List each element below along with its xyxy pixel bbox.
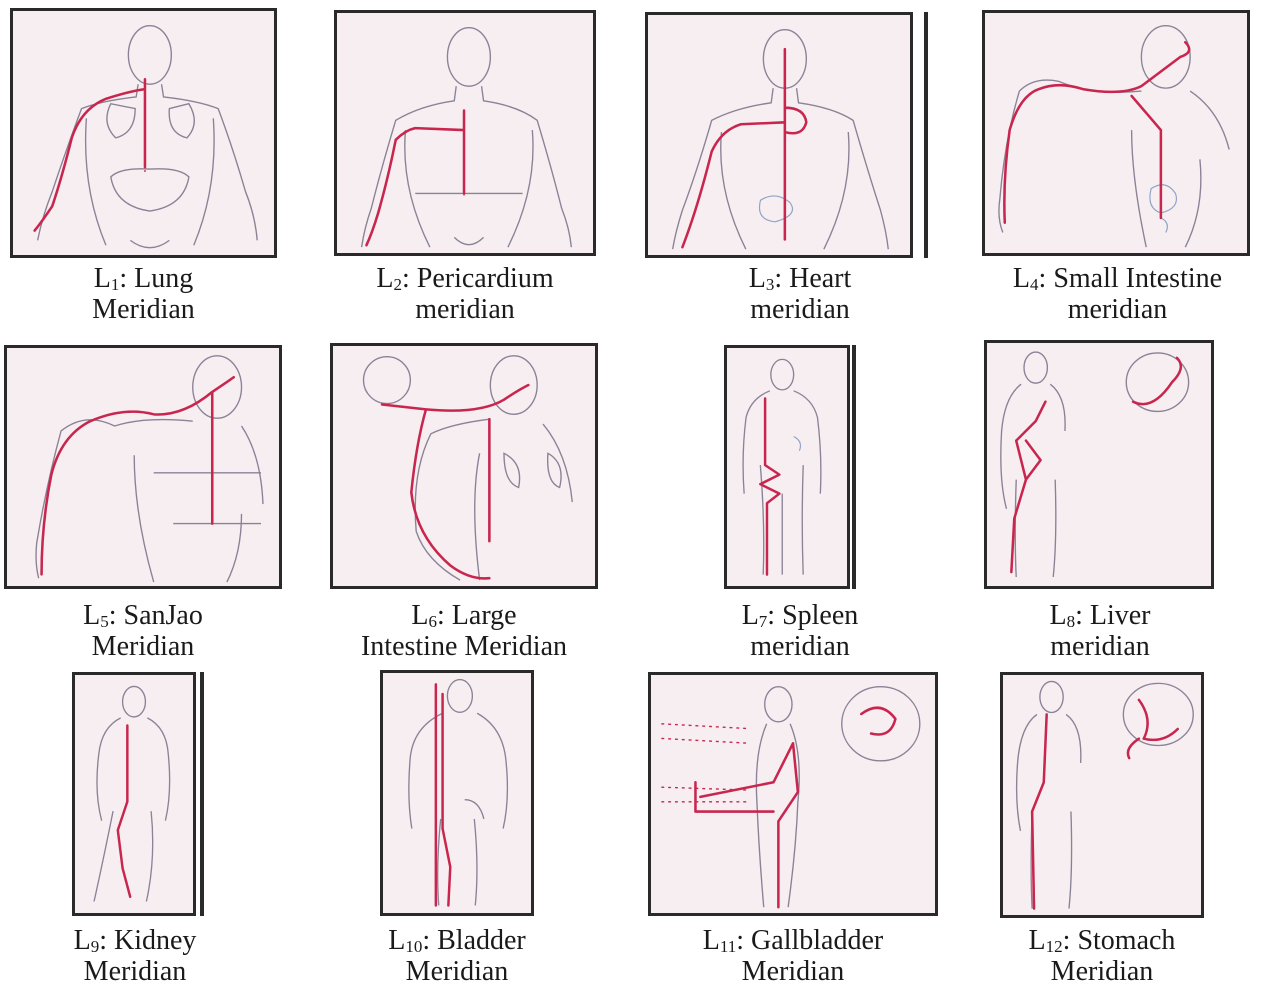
pericardium-meridian-figure (337, 13, 593, 253)
bladder-meridian-figure (383, 673, 531, 913)
heart-meridian-figure (648, 15, 910, 255)
frame-bar-spleen (852, 345, 856, 589)
panel-image-pericardium (334, 10, 596, 256)
caption-liver: L8: Liver meridian (960, 600, 1240, 662)
spleen-meridian-figure (727, 348, 847, 586)
caption-gallbladder: L11: Gallbladder Meridian (628, 925, 958, 987)
panel-image-large-intestine (330, 343, 598, 589)
frame-bar-kidney (200, 672, 204, 916)
caption-small-intestine: L4: Small Intestine meridian (955, 263, 1280, 325)
frame-bar-heart (924, 12, 928, 258)
caption-stomach: L12: Stomach Meridian (962, 925, 1242, 987)
panel-image-heart (645, 12, 913, 258)
panel-image-small-intestine (982, 10, 1250, 256)
small-intestine-meridian-figure (985, 13, 1247, 253)
caption-sanjao: L5: SanJao Meridian (4, 600, 282, 662)
panel-image-lung (10, 8, 277, 258)
panel-image-stomach (1000, 672, 1204, 918)
caption-heart: L3: Heart meridian (645, 263, 955, 325)
panel-image-bladder (380, 670, 534, 916)
caption-bladder: L10: Bladder Meridian (340, 925, 574, 987)
caption-kidney: L9: Kidney Meridian (10, 925, 260, 987)
kidney-meridian-figure (75, 675, 193, 913)
caption-spleen: L7: Spleen meridian (680, 600, 920, 662)
panel-image-sanjao (4, 345, 282, 589)
gallbladder-meridian-figure (651, 675, 935, 913)
stomach-meridian-figure (1003, 675, 1201, 915)
panel-image-liver (984, 340, 1214, 589)
panel-image-kidney (72, 672, 196, 916)
caption-lung: L1: Lung Meridian (10, 263, 277, 325)
sanjao-meridian-figure (7, 348, 279, 586)
large-intestine-meridian-figure (333, 346, 595, 586)
lung-meridian-figure (13, 11, 274, 255)
caption-large-intestine: L6: Large Intestine Meridian (300, 600, 628, 662)
panel-image-spleen (724, 345, 850, 589)
liver-meridian-figure (987, 343, 1211, 586)
caption-pericardium: L2: Pericardium meridian (320, 263, 610, 325)
panel-image-gallbladder (648, 672, 938, 916)
